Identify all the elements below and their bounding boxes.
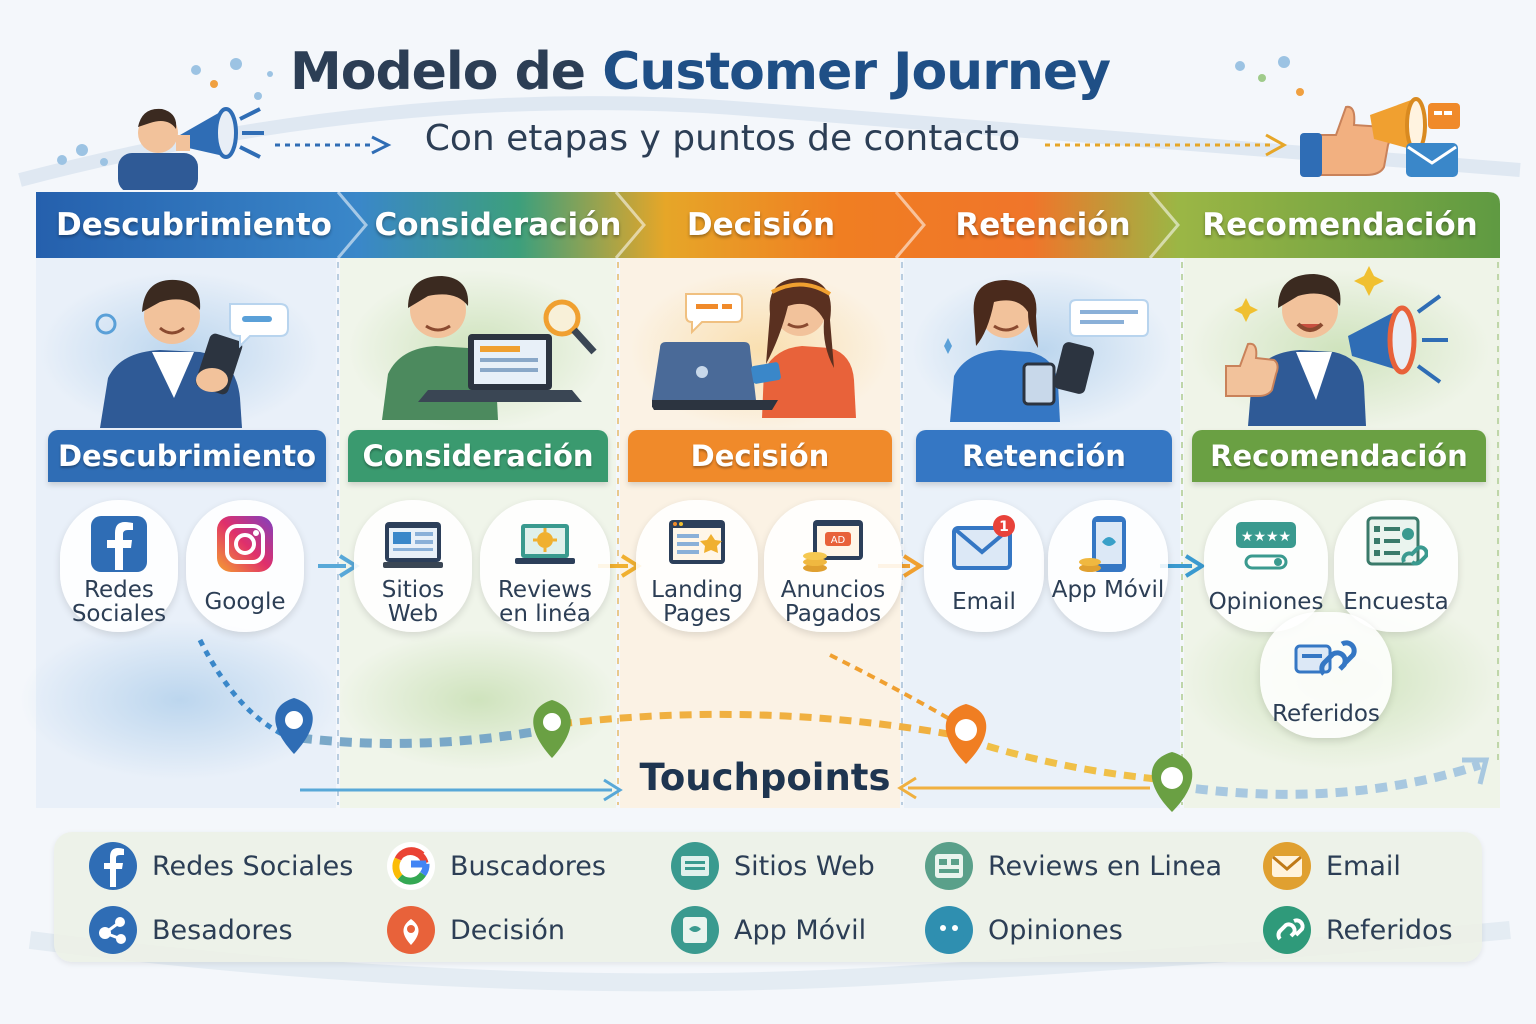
stage-label-decision: Decisión xyxy=(628,430,892,482)
google-icon xyxy=(387,842,435,890)
person-laptop-illustration xyxy=(382,276,597,420)
legend-item-referidos: Referidos xyxy=(1262,904,1453,956)
person-phone-illustration xyxy=(95,279,289,428)
person-shopping-illustration xyxy=(652,278,856,418)
page-title: Modelo de Customer Journey xyxy=(0,42,1400,102)
legend-label: Besadores xyxy=(152,914,293,946)
chat-icon xyxy=(925,906,973,954)
paid-ad-icon: AD xyxy=(803,520,863,572)
title-prefix: Modelo de xyxy=(289,42,603,102)
legend-item-decision: Decisión xyxy=(386,904,565,956)
legend-label: Referidos xyxy=(1326,914,1453,946)
mobile-app-icon xyxy=(671,906,719,954)
touchpoint-reviews: Reviews en linéa xyxy=(480,500,610,632)
stage-banner-decision: Decisión xyxy=(686,207,836,243)
rating-stars: ★★★★ xyxy=(1241,529,1291,545)
legend-item-reviews: Reviews en Linea xyxy=(924,840,1222,892)
touchpoint-label: Opiniones xyxy=(1208,589,1324,615)
touchpoints-heading: Touchpoints xyxy=(639,756,891,799)
person-retention-illustration xyxy=(944,280,1149,422)
touchpoint-opiniones: ★★★★ Opiniones xyxy=(1204,500,1328,632)
legend-item-email: Email xyxy=(1262,840,1401,892)
website-icon xyxy=(383,522,443,568)
share-icon xyxy=(89,906,137,954)
legend-item-buscadores: Buscadores xyxy=(386,840,606,892)
legend-label: Reviews en Linea xyxy=(988,850,1223,882)
touchpoint-label: Sitios Web xyxy=(381,577,445,627)
website-icon xyxy=(671,842,719,890)
stage-label-descubrimiento: Descubrimiento xyxy=(48,430,326,482)
touchpoint-google: Google xyxy=(186,500,304,632)
legend-label: Email xyxy=(1326,850,1401,882)
touchpoint-app-movil: App Móvil xyxy=(1048,500,1168,632)
thumbs-up-megaphone-illustration xyxy=(1300,97,1460,177)
ad-badge-text: AD xyxy=(831,535,846,546)
touchpoint-label: Redes Sociales xyxy=(71,577,167,627)
survey-icon xyxy=(1366,516,1428,566)
facebook-icon xyxy=(91,516,147,572)
pin-blue xyxy=(275,698,313,754)
title-highlight: Customer Journey xyxy=(602,42,1111,102)
legend-item-opiniones: Opiniones xyxy=(924,904,1123,956)
landing-page-icon xyxy=(669,520,725,564)
legend-panel xyxy=(54,832,1482,962)
stage-label-recomendacion: Recomendación xyxy=(1192,430,1486,482)
legend-label: Opiniones xyxy=(988,914,1123,946)
touchpoint-label: Referidos xyxy=(1272,701,1380,727)
legend-item-app-movil: App Móvil xyxy=(670,904,866,956)
mobile-app-icon xyxy=(1079,516,1126,572)
laptop-review-icon xyxy=(515,524,575,564)
touchpoint-label: App Móvil xyxy=(1051,577,1165,603)
touchpoint-referidos: Referidos xyxy=(1260,612,1392,738)
email-badge-text: 1 xyxy=(999,519,1009,535)
instagram-icon xyxy=(217,516,273,572)
legend-label: Redes Sociales xyxy=(152,850,354,882)
legend-label: Sitios Web xyxy=(734,850,875,882)
stage-banner-recomendacion: Recomendación xyxy=(1202,207,1478,243)
touchpoint-anuncios-pagados: AD Anuncios Pagados xyxy=(764,500,902,632)
legend-label: Buscadores xyxy=(450,850,606,882)
touchpoint-encuesta: Encuesta xyxy=(1334,500,1458,632)
legend-label: App Móvil xyxy=(734,914,867,946)
touchpoint-label: Landing Pages xyxy=(651,577,743,627)
referral-icon xyxy=(1294,640,1357,676)
touchpoint-landing-pages: Landing Pages xyxy=(636,500,758,632)
stage-banner-consideracion: Consideración xyxy=(374,207,622,243)
stage-banner-retencion: Retención xyxy=(955,207,1131,243)
page-subtitle: Con etapas y puntos de contacto xyxy=(424,118,1021,159)
touchpoint-label: Google xyxy=(204,589,286,615)
person-recommend-illustration xyxy=(1225,266,1448,426)
touchpoint-email: 1 Email xyxy=(924,500,1044,632)
legend-label: Decisión xyxy=(450,914,565,946)
touchpoint-redes-sociales: Redes Sociales xyxy=(60,500,178,632)
stage-label-retencion: Retención xyxy=(916,430,1172,482)
review-icon xyxy=(925,842,973,890)
touchpoint-label: Email xyxy=(952,589,1016,615)
presenter-megaphone-illustration xyxy=(118,107,264,190)
touchpoint-label: Encuesta xyxy=(1343,589,1449,615)
stage-label-consideracion: Consideración xyxy=(348,430,608,482)
legend-item-besadores: Besadores xyxy=(88,904,293,956)
legend-item-redes-sociales: Redes Sociales xyxy=(88,840,353,892)
touchpoint-label: Reviews en linéa xyxy=(497,577,593,627)
referral-icon xyxy=(1263,906,1311,954)
touchpoint-sitios-web: Sitios Web xyxy=(354,500,472,632)
facebook-icon xyxy=(89,842,137,890)
email-icon: 1 xyxy=(952,515,1015,570)
legend-item-sitios-web: Sitios Web xyxy=(670,840,875,892)
email-icon xyxy=(1263,842,1311,890)
rating-icon: ★★★★ xyxy=(1236,522,1296,570)
stage-banner-descubrimiento: Descubrimiento xyxy=(56,207,332,243)
touchpoint-label: Anuncios Pagados xyxy=(780,577,886,627)
location-pin-icon xyxy=(387,906,435,954)
